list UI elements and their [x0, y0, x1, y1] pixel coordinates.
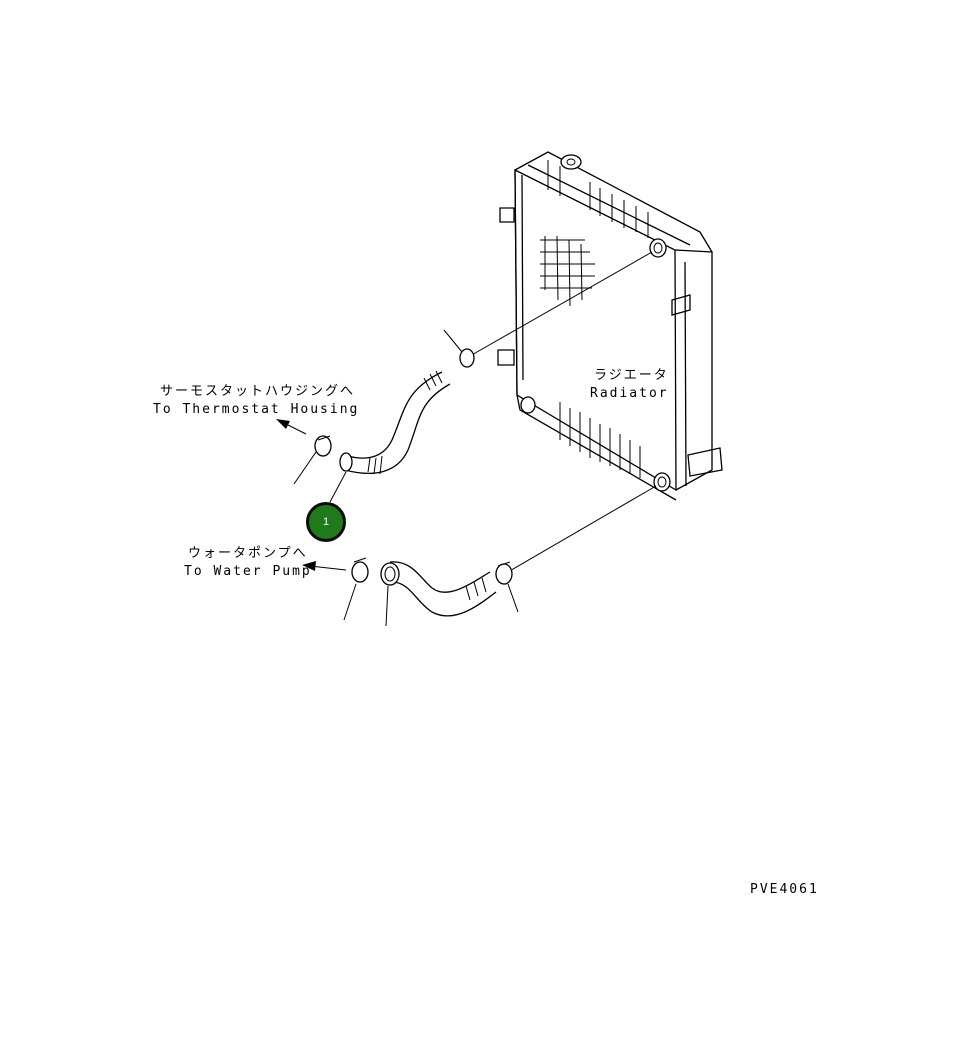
water-pump-direction-arrow: [302, 561, 347, 571]
upper-right-clamp[interactable]: [443, 329, 475, 368]
water-pump-label-en: To Water Pump: [184, 564, 312, 579]
thermostat-label-en: To Thermostat Housing: [153, 402, 360, 417]
lower-left-clamp[interactable]: [343, 557, 369, 621]
callout-leader-line: [329, 471, 347, 503]
thermostat-direction-arrow: [276, 419, 307, 435]
radiator-label-jp: ラジエータ: [594, 368, 669, 383]
upper-left-clamp[interactable]: [293, 435, 332, 485]
thermostat-label-jp: サーモスタットハウジングへ: [160, 384, 356, 399]
upper-hose[interactable]: [339, 370, 451, 475]
upper-pipe-centerline: [469, 251, 653, 357]
radiator-label-en: Radiator: [590, 386, 669, 401]
lower-right-clamp[interactable]: [495, 561, 519, 613]
part-callout-number: 1: [322, 516, 330, 528]
drawing-id: PVE4061: [750, 882, 819, 897]
radiator: [497, 151, 723, 501]
part-callout-1[interactable]: 1: [306, 502, 346, 542]
lower-hose[interactable]: [380, 561, 497, 627]
lower-pipe-centerline: [507, 485, 657, 573]
water-pump-label-jp: ウォータポンプへ: [188, 546, 308, 561]
